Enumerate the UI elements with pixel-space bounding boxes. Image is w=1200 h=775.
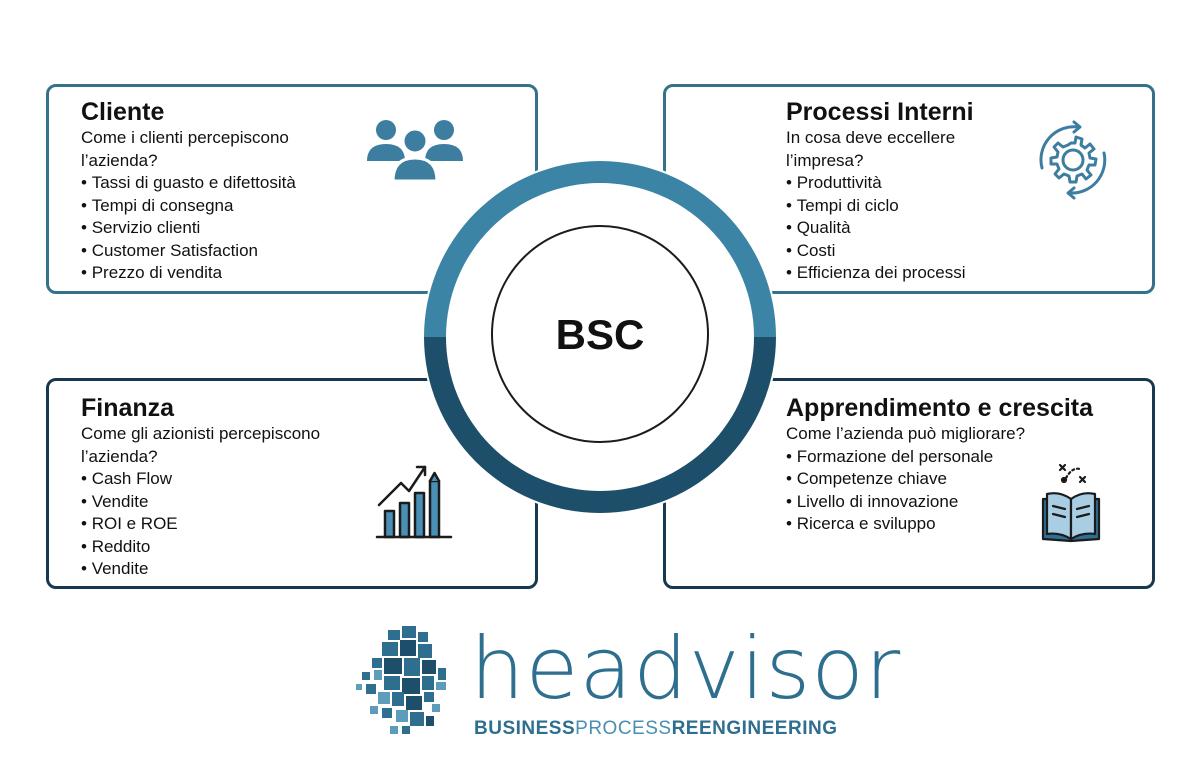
headvisor-logo: headvisor BUSINESSPROCESSREENGINEERING	[352, 620, 900, 750]
card-finanza: Finanza Come gli azionisti percepiscono …	[46, 378, 538, 589]
card-title: Apprendimento e crescita	[786, 394, 1094, 422]
list-item: Produttività	[786, 172, 1031, 195]
list-item: Livello di innovazione	[786, 491, 1093, 514]
card-title: Processi Interni	[786, 98, 974, 126]
card-apprendimento: Apprendimento e crescita Come l’azienda …	[663, 378, 1155, 589]
tagline-part: BUSINESS	[474, 718, 576, 739]
card-question: Come l’azienda può migliorare?	[786, 424, 1026, 443]
tagline-part: PROCESS	[575, 718, 672, 739]
card-list: Formazione del personale Competenze chia…	[786, 446, 1093, 536]
card-cliente: Cliente Come i clienti percepiscono l’az…	[46, 84, 538, 294]
list-item: Qualità	[786, 217, 1031, 240]
tagline-part: REENGINEERING	[671, 718, 838, 739]
list-item: Servizio clienti	[81, 217, 326, 240]
pixel-head-logo	[356, 626, 446, 734]
list-item: ROI e ROE	[81, 513, 371, 536]
list-item: Customer Satisfaction	[81, 240, 326, 263]
growth-chart-icon	[375, 465, 453, 539]
card-title: Finanza	[81, 394, 175, 422]
center-label: BSC	[556, 311, 645, 358]
card-question: Come i clienti percepiscono l’azienda?	[81, 128, 289, 170]
list-item: Efficienza dei processi	[786, 262, 1031, 285]
card-processi: Processi Interni In cosa deve eccellere …	[663, 84, 1155, 294]
card-title: Cliente	[81, 98, 165, 126]
list-item: Reddito	[81, 536, 371, 559]
people-icon	[367, 120, 463, 183]
list-item: Prezzo di vendita	[81, 262, 326, 285]
card-list: Produttività Tempi di ciclo Qualità Cost…	[786, 172, 1031, 285]
card-list: Tassi di guasto e difettosità Tempi di c…	[81, 172, 326, 285]
card-question: Come gli azionisti percepiscono l’aziend…	[81, 424, 321, 466]
gear-cycle-icon	[1039, 120, 1107, 200]
logo-tagline: BUSINESSPROCESSREENGINEERING	[474, 718, 837, 740]
list-item: Costi	[786, 240, 1031, 263]
list-item: Formazione del personale	[786, 446, 1093, 469]
list-item: Tempi di consegna	[81, 195, 326, 218]
card-question: In cosa deve eccellere l’impresa?	[786, 128, 956, 170]
list-item: Vendite	[81, 491, 371, 514]
logo-wordmark: headvisor	[470, 619, 902, 719]
list-item: Tempi di ciclo	[786, 195, 1031, 218]
card-list: Cash Flow Vendite ROI e ROE Reddito Vend…	[81, 468, 371, 581]
list-item: Cash Flow	[81, 468, 371, 491]
list-item: Competenze chiave	[786, 468, 1093, 491]
list-item: Vendite	[81, 558, 371, 581]
list-item: Ricerca e sviluppo	[786, 513, 1093, 536]
list-item: Tassi di guasto e difettosità	[81, 172, 326, 195]
open-book-icon	[1041, 463, 1101, 543]
